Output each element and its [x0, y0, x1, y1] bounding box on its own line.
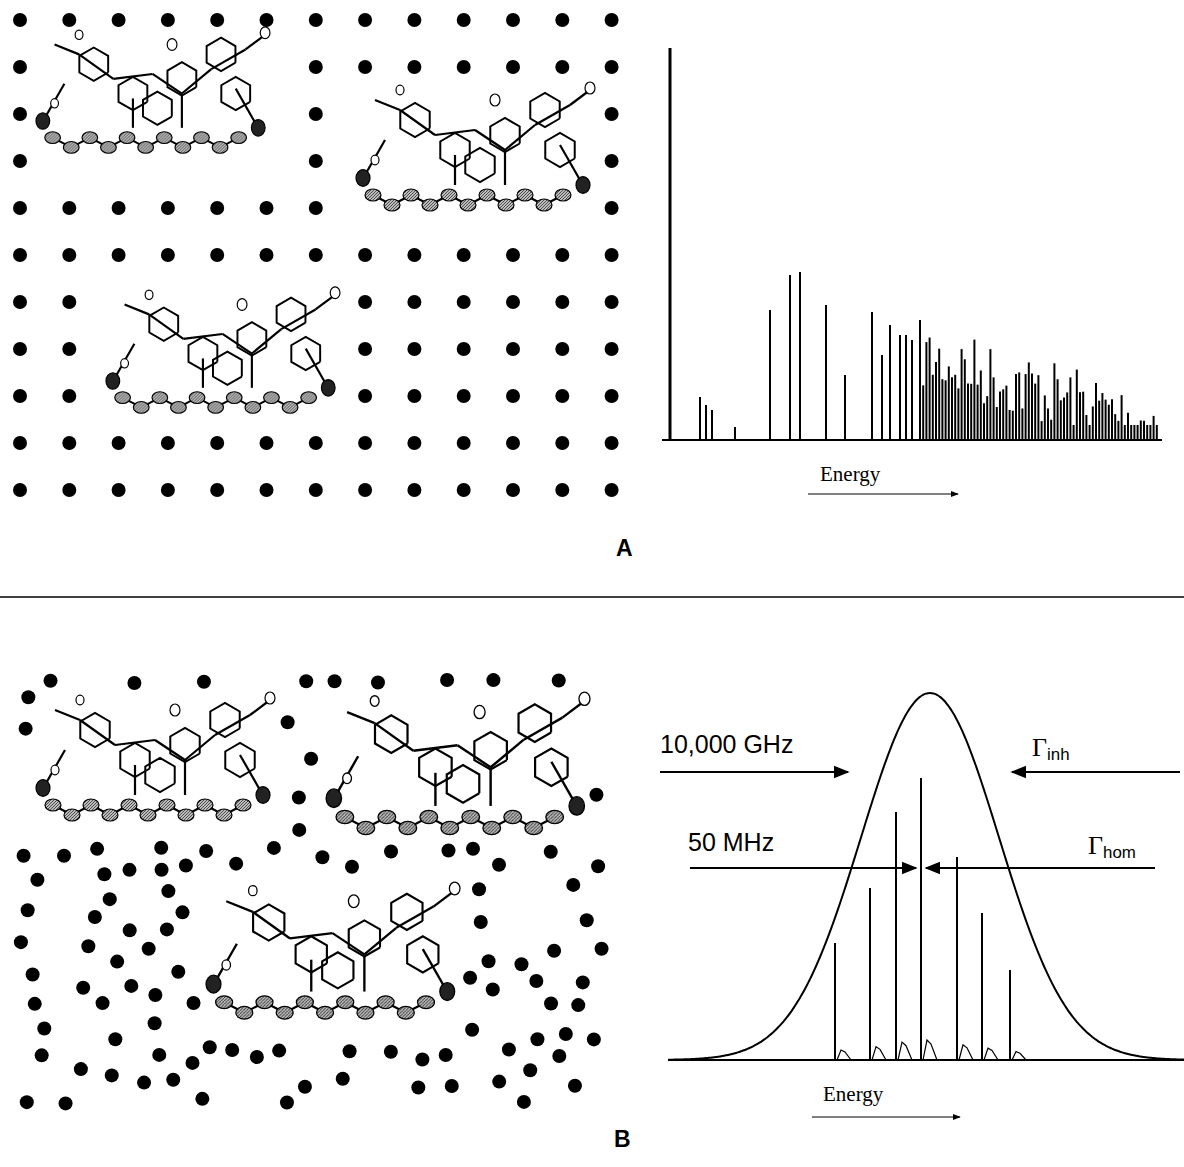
molecule	[106, 287, 340, 413]
axis-label: Energy	[820, 463, 880, 486]
molecule	[36, 27, 270, 153]
panel-letter: B	[614, 1127, 631, 1152]
molecule	[326, 692, 590, 834]
arrows	[660, 494, 1180, 1117]
width-symbol: Γhom	[1088, 832, 1136, 863]
width-value: 50 MHz	[688, 829, 774, 857]
width-value: 10,000 GHz	[660, 731, 793, 759]
zero-phonon-lines	[835, 778, 1026, 1060]
band-baseline	[668, 1059, 1184, 1061]
molecule	[356, 82, 595, 211]
molecule	[36, 692, 275, 821]
spectrum-lines	[670, 48, 1157, 440]
panel-letter: A	[616, 536, 633, 561]
width-symbol: Γinh	[1032, 734, 1070, 765]
lattice-dots	[13, 13, 619, 497]
divider	[0, 596, 1184, 598]
molecule	[206, 882, 460, 1019]
axis-label: Energy	[823, 1083, 883, 1106]
glass-dots	[14, 673, 609, 1110]
